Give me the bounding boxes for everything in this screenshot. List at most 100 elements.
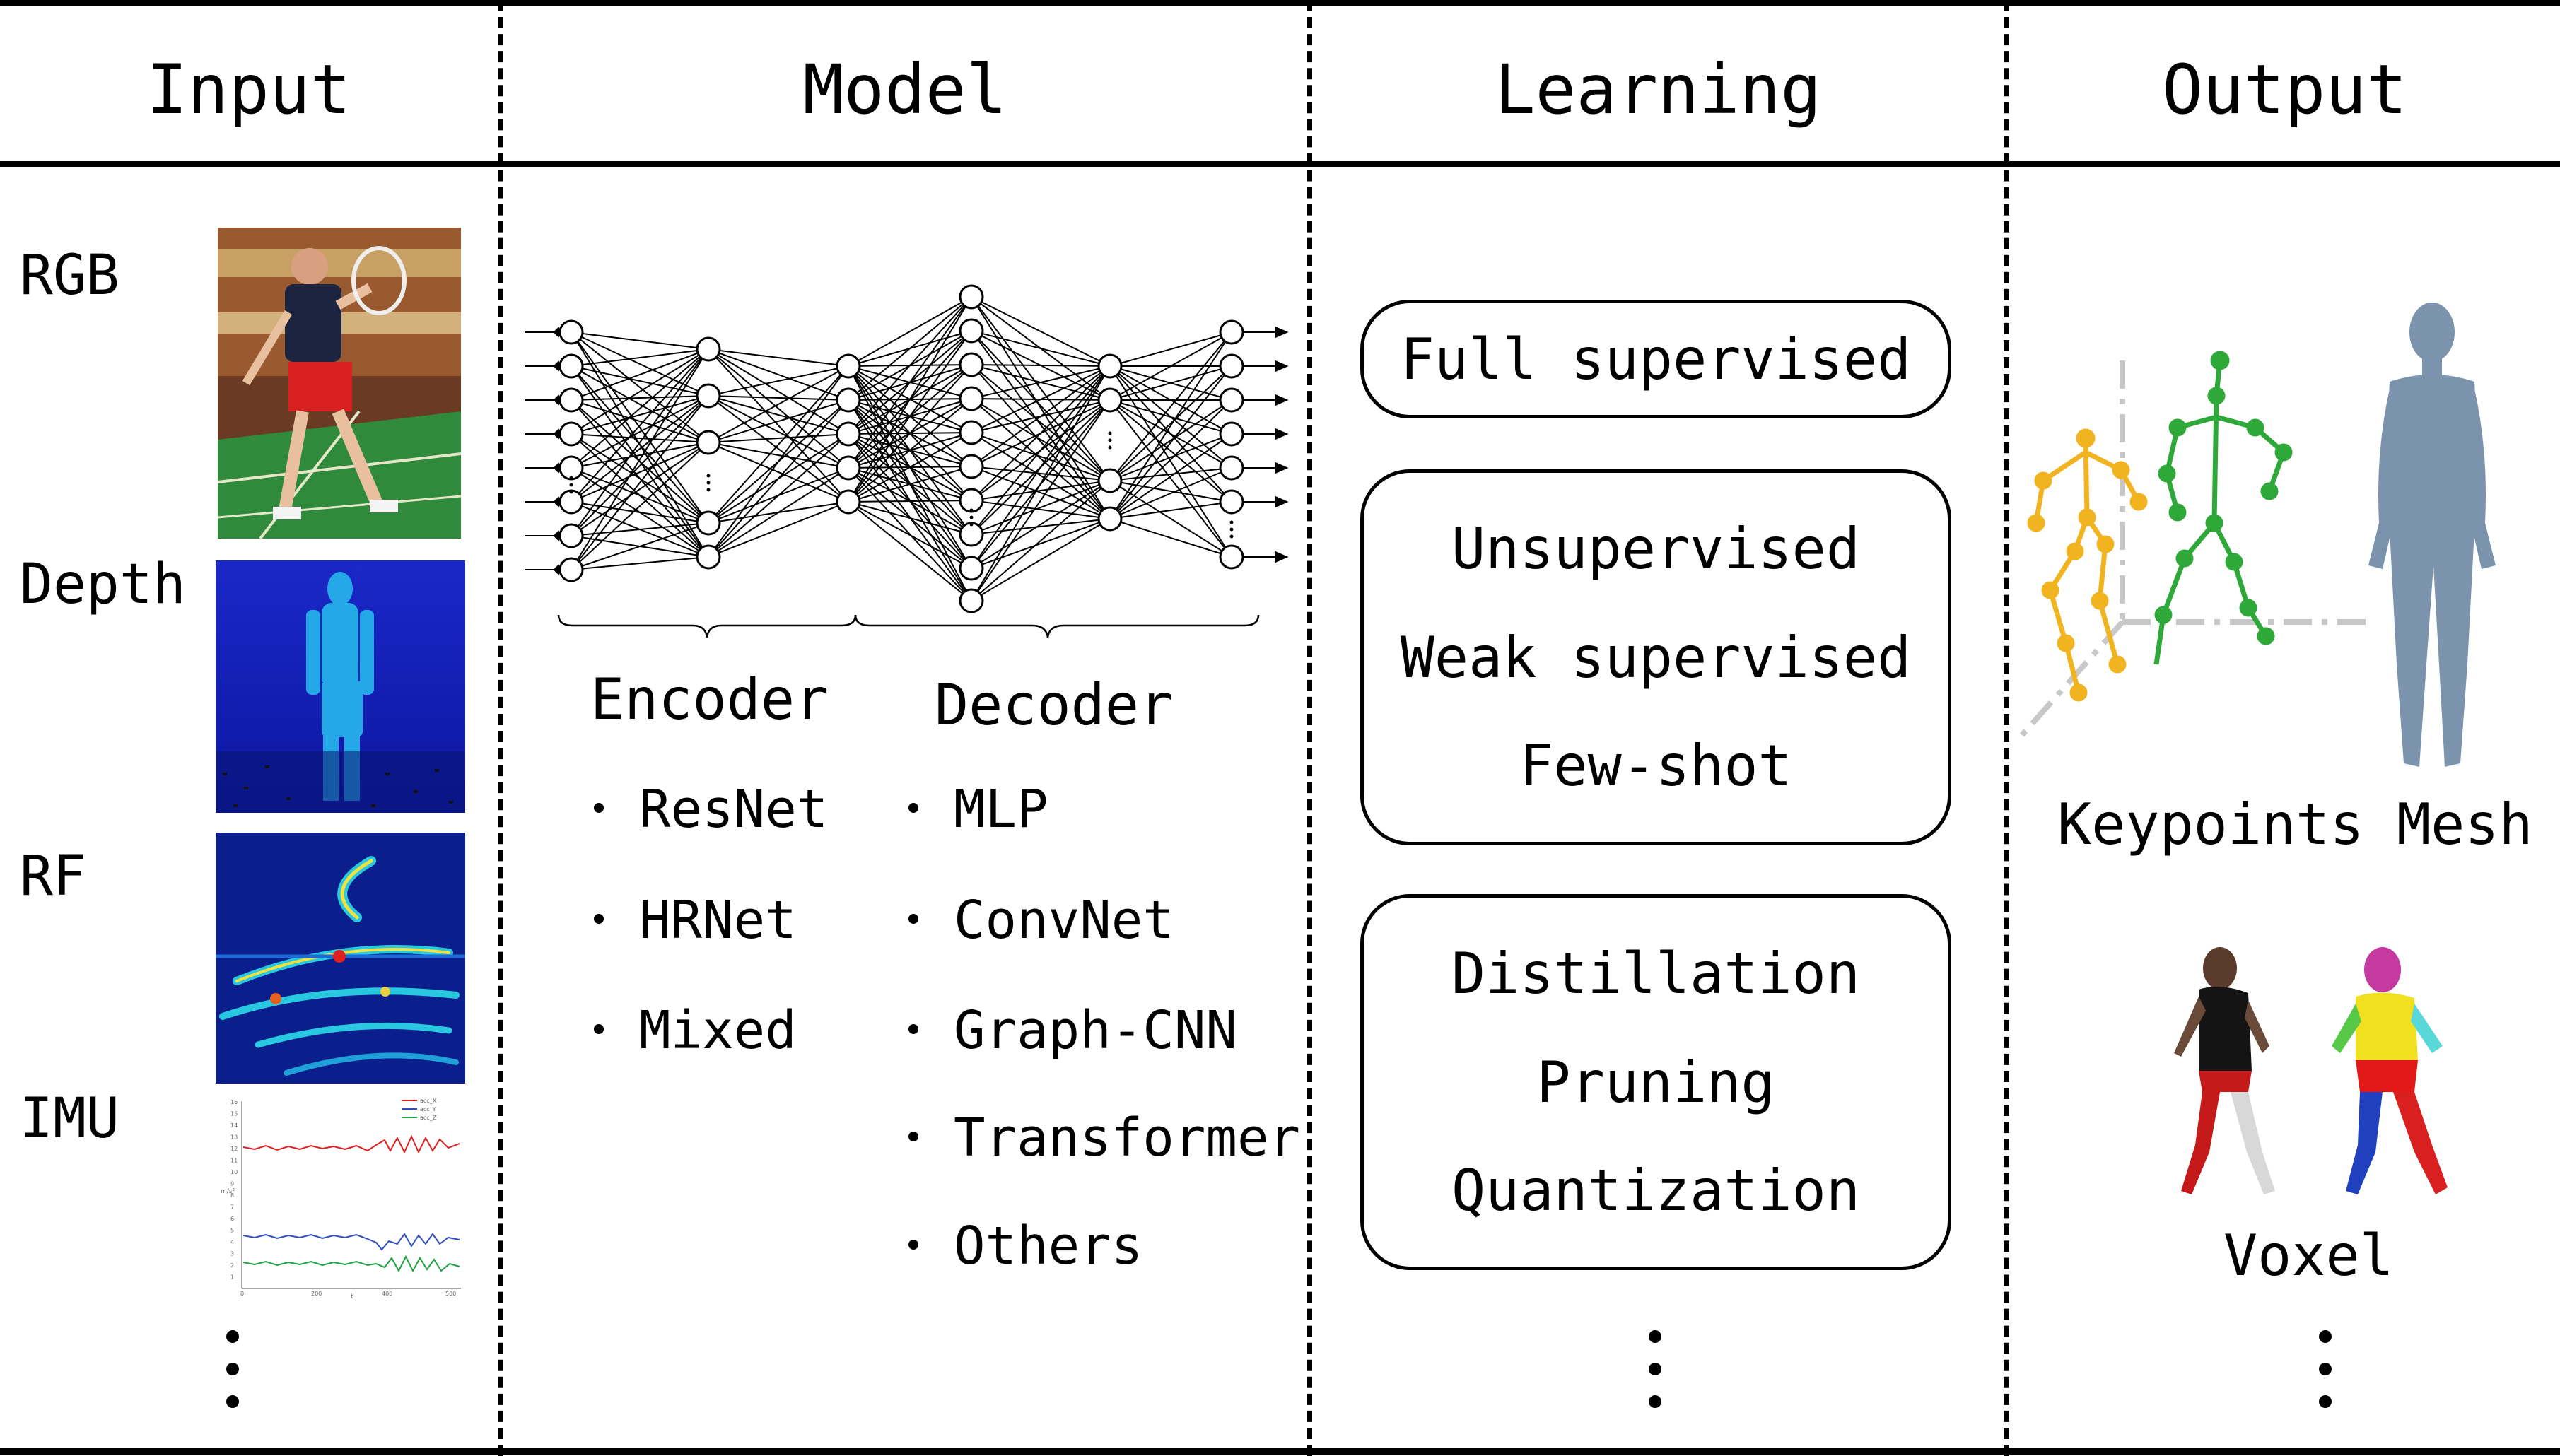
learning-pruning: Pruning — [1536, 1049, 1775, 1115]
nn-edge — [848, 330, 972, 503]
nn-edge — [971, 480, 1111, 601]
output-more-ellipsis — [2319, 1330, 2333, 1428]
nn-output-arrowhead — [1275, 326, 1289, 339]
nn-node — [696, 510, 721, 536]
nn-edge — [848, 500, 972, 503]
nn-ellipsis-dot — [1108, 438, 1112, 442]
nn-edge — [708, 467, 849, 558]
nn-edge — [971, 365, 1111, 501]
nn-edge — [971, 365, 1111, 433]
encoder-label: Encoder — [590, 667, 829, 732]
nn-edge — [708, 348, 849, 367]
nn-edge — [571, 433, 709, 443]
nn-edge — [971, 518, 1111, 569]
nn-edge — [708, 442, 849, 503]
nn-ellipsis-dot — [706, 474, 711, 478]
separator-input-model — [498, 0, 503, 1456]
nn-node — [959, 318, 984, 344]
nn-edge — [971, 398, 1111, 519]
nn-edge — [571, 556, 709, 570]
nn-ellipsis-dot — [969, 508, 974, 512]
nn-edge — [971, 518, 1111, 535]
nn-node — [696, 430, 721, 455]
nn-ellipsis-dot — [706, 488, 711, 492]
nn-node — [1219, 544, 1244, 570]
imu-ytick: 14 — [230, 1122, 238, 1129]
nn-ellipsis-dot — [569, 483, 573, 487]
nn-ellipsis-dot — [1229, 520, 1234, 524]
nn-edge — [571, 395, 709, 503]
nn-edge — [971, 365, 1111, 569]
nn-node — [696, 383, 721, 409]
nn-edge — [848, 296, 972, 435]
header-model: Model — [802, 50, 1007, 129]
nn-edge — [971, 296, 1111, 481]
nn-node — [1219, 319, 1244, 345]
nn-node — [1219, 455, 1244, 481]
nn-edge — [708, 501, 849, 558]
imu-ytick: 3 — [230, 1251, 234, 1257]
imu-ytick: 13 — [230, 1134, 238, 1141]
nn-edge — [1109, 365, 1232, 401]
nn-edge — [571, 365, 709, 443]
nn-ellipsis-dot — [969, 515, 974, 519]
learning-box-weak-methods: Unsupervised Weak supervised Few-shot — [1360, 469, 1951, 845]
input-label-imu: IMU — [20, 1087, 119, 1151]
nn-edge — [708, 348, 849, 469]
learning-weak-supervised: Weak supervised — [1400, 624, 1912, 691]
keypoints-skeletons — [2020, 351, 2368, 737]
nn-node — [1219, 489, 1244, 515]
nn-edge — [971, 365, 1111, 467]
nn-edge — [571, 395, 709, 401]
nn-edge — [971, 480, 1111, 535]
nn-node — [836, 455, 861, 481]
nn-node — [836, 387, 861, 413]
nn-edge — [571, 442, 709, 536]
nn-edge — [1109, 467, 1232, 519]
nn-edge — [848, 432, 972, 503]
nn-ellipsis-dot — [1108, 431, 1112, 435]
nn-node — [1097, 506, 1123, 532]
nn-node — [959, 588, 984, 613]
nn-edge — [571, 365, 709, 397]
nn-edge — [571, 442, 709, 570]
nn-edge — [971, 466, 1111, 519]
imu-xtick: 200 — [311, 1291, 322, 1297]
nn-node — [559, 523, 584, 548]
imu-xlabel: t — [351, 1293, 353, 1299]
learning-few-shot: Few-shot — [1519, 733, 1792, 799]
rf-image — [216, 833, 465, 1084]
nn-output-arrowhead — [1275, 462, 1289, 474]
imu-xtick: 400 — [382, 1291, 392, 1297]
input-more-ellipsis — [226, 1330, 240, 1428]
decoder-item-others: Others — [908, 1214, 1142, 1278]
nn-edge — [1109, 399, 1232, 519]
separator-model-learning — [1307, 0, 1312, 1456]
voxel-figures — [2174, 947, 2448, 1194]
nn-edge — [571, 348, 709, 401]
imu-legend-label: acc_Z — [420, 1115, 437, 1121]
imu-ytick: 12 — [230, 1146, 238, 1152]
encoder-brace — [557, 614, 857, 638]
nn-edge — [848, 296, 972, 469]
imu-ylabel: m/s² — [221, 1188, 235, 1195]
imu-xtick: 500 — [445, 1291, 456, 1297]
nn-edge — [571, 399, 709, 443]
nn-edge — [971, 296, 1111, 519]
nn-node — [959, 352, 984, 377]
nn-node — [559, 455, 584, 481]
imu-ytick: 9 — [230, 1181, 234, 1187]
nn-edge — [971, 296, 1111, 367]
nn-edge — [971, 432, 1111, 519]
nn-edge — [708, 395, 849, 401]
nn-node — [1097, 387, 1123, 413]
header-learning: Learning — [1494, 50, 1822, 129]
nn-node — [959, 386, 984, 411]
input-label-rf: RF — [20, 845, 86, 908]
imu-ytick: 11 — [230, 1158, 238, 1164]
nn-output-arrowhead — [1275, 428, 1289, 440]
nn-edge — [1109, 467, 1232, 481]
nn-edge — [971, 432, 1111, 481]
nn-edge — [971, 398, 1111, 481]
nn-output-arrowhead — [1275, 360, 1289, 372]
